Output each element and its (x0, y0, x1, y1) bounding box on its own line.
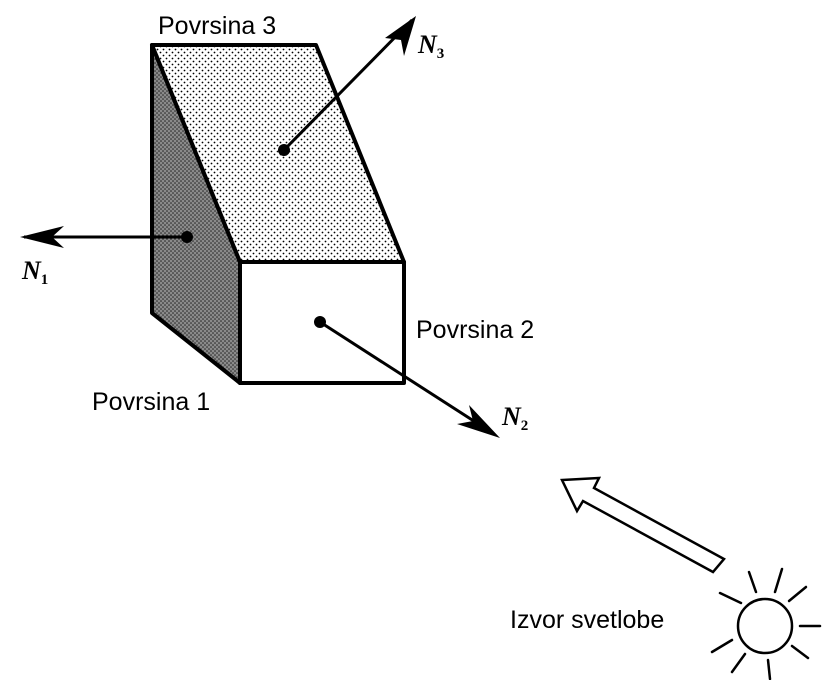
surface-1-label: Povrsina 1 (92, 388, 211, 416)
normal-n2-arrow (314, 316, 500, 438)
light-source-label: Izvor svetlobe (510, 606, 665, 634)
normal-n3-label: N3 (418, 32, 444, 62)
normal-n1-letter: N (22, 256, 41, 285)
normal-n3-arrow (278, 16, 416, 156)
normal-n3-index: 3 (436, 46, 445, 62)
normal-n2-letter: N (502, 402, 521, 431)
normal-n1-label: N1 (22, 258, 48, 288)
normal-n2-index: 2 (520, 418, 529, 434)
normal-n1-arrow (20, 226, 193, 248)
normal-n1-index: 1 (40, 272, 49, 288)
light-direction-arrow (560, 476, 726, 574)
normal-n3-letter: N (418, 30, 437, 59)
sun-icon (710, 567, 822, 680)
surface-2-label: Povrsina 2 (416, 316, 535, 344)
normal-n2-label: N2 (502, 404, 528, 434)
surface-3-label: Povrsina 3 (158, 12, 277, 40)
